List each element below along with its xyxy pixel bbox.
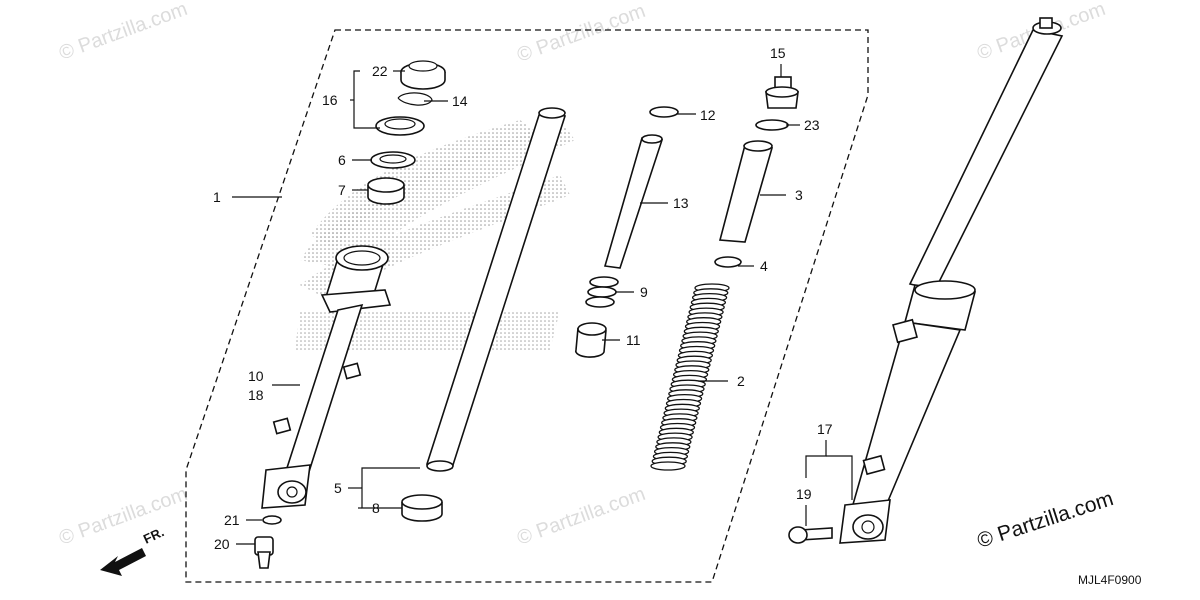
callout-9: 9 [640,284,648,300]
oil-lock-piece-part [575,322,607,358]
watermark-text: © Partzilla.com [514,0,648,67]
drain-bolt-part [254,515,282,569]
callout-10: 10 [248,368,264,384]
callout-8: 8 [372,500,380,516]
fork-inner-tube-part [425,107,567,472]
direction-label: FR. [141,524,166,546]
bushing-part [401,494,443,522]
callout-22: 22 [372,63,388,79]
callout-20: 20 [214,536,230,552]
assembly-frame [185,29,869,583]
damper-rod-part [603,106,679,269]
callout-15: 15 [770,45,786,61]
callout-1: 1 [213,189,221,205]
callout-23: 23 [804,117,820,133]
callout-2: 2 [737,373,745,389]
callout-16: 16 [322,92,338,108]
rebound-spring-part [585,276,619,308]
callout-18: 18 [248,387,264,403]
diagram-code: MJL4F0900 [1078,573,1142,587]
fork-cap-bolt-part [755,76,799,131]
callout-6: 6 [338,152,346,168]
fork-slider-part [261,245,392,509]
callout-3: 3 [795,187,803,203]
assembled-fork-part [788,17,1064,544]
leader-lines [232,64,853,545]
watermark-text: © Partzilla.com [514,483,648,550]
callout-4: 4 [760,258,768,274]
callout-labels: 1 2 3 4 5 6 7 8 9 10 11 12 13 14 15 16 1… [213,45,833,552]
copyright-text: © Partzilla.com [974,487,1116,553]
callout-12: 12 [700,107,716,123]
callout-14: 14 [452,93,468,109]
spring-coil [650,461,686,471]
seal-stack [367,60,446,205]
callout-11: 11 [626,332,641,348]
fork-spring-part [650,283,730,471]
callout-17: 17 [817,421,833,437]
callout-13: 13 [673,195,689,211]
callout-7: 7 [338,182,346,198]
watermark-text: © Partzilla.com [56,0,190,65]
callout-21: 21 [224,512,240,528]
callout-5: 5 [334,480,342,496]
watermark-text: © Partzilla.com [56,483,190,550]
callout-19: 19 [796,486,812,502]
watermark-group: © Partzilla.com © Partzilla.com © Partzi… [56,0,1108,550]
spacer-part [714,140,774,268]
